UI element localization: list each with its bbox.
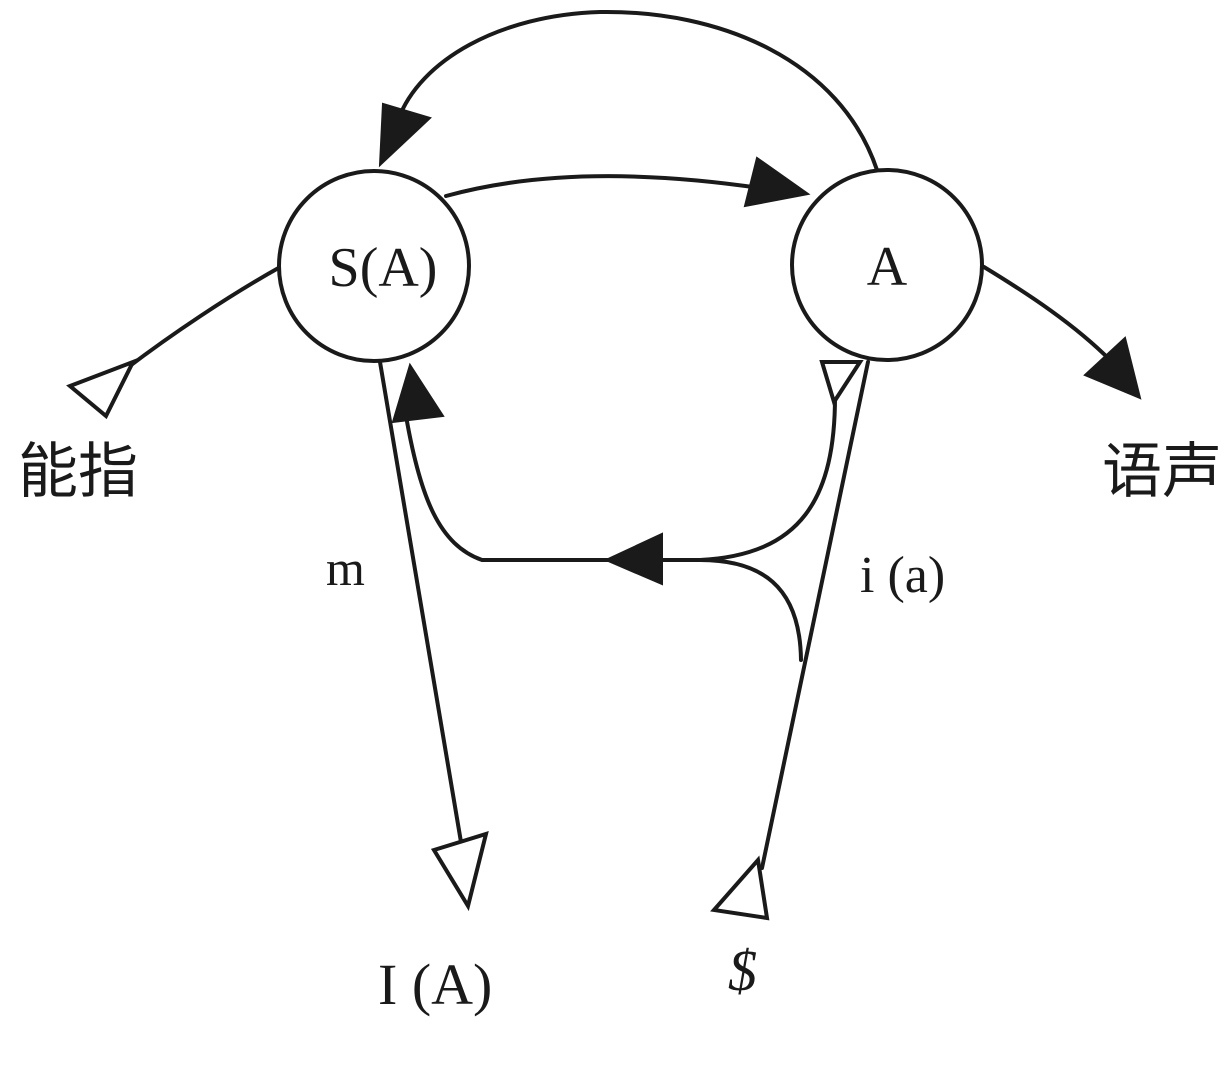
node-sa-label: S(A) bbox=[329, 237, 438, 299]
arrowhead-solid bbox=[391, 362, 445, 424]
arrowhead-solid bbox=[743, 156, 811, 208]
arrowhead-open bbox=[819, 360, 864, 407]
label-voice: 语声 bbox=[1102, 437, 1222, 507]
edge-a-to-sa-arc bbox=[378, 9, 879, 172]
label-barred-s: $ bbox=[728, 938, 757, 1003]
node-a-label: A bbox=[867, 236, 908, 298]
node-a: A bbox=[790, 168, 984, 362]
label-m: m bbox=[326, 540, 365, 596]
arrowhead-solid bbox=[1083, 336, 1142, 400]
edge-sa-to-a bbox=[444, 156, 811, 208]
label-i-a: i (a) bbox=[860, 547, 945, 604]
edge-a-to-voice bbox=[982, 265, 1142, 400]
node-sa: S(A) bbox=[277, 169, 471, 363]
edge-barred-s-to-a bbox=[710, 360, 870, 921]
edge-branch-to-barred-s-line bbox=[698, 558, 803, 662]
arrowhead-solid bbox=[603, 532, 663, 586]
arrowhead-open bbox=[66, 358, 138, 420]
arrowhead-open bbox=[710, 855, 770, 921]
label-i-of-a: I (A) bbox=[378, 952, 492, 1017]
edge-a-to-sa-return-loop bbox=[391, 360, 864, 586]
edge-sa-to-i-of-a bbox=[378, 360, 489, 912]
edge-sa-to-signifier bbox=[66, 264, 284, 420]
arrowhead-open bbox=[430, 831, 489, 912]
arrowhead-solid bbox=[378, 102, 432, 168]
label-signifier: 能指 bbox=[18, 437, 138, 507]
